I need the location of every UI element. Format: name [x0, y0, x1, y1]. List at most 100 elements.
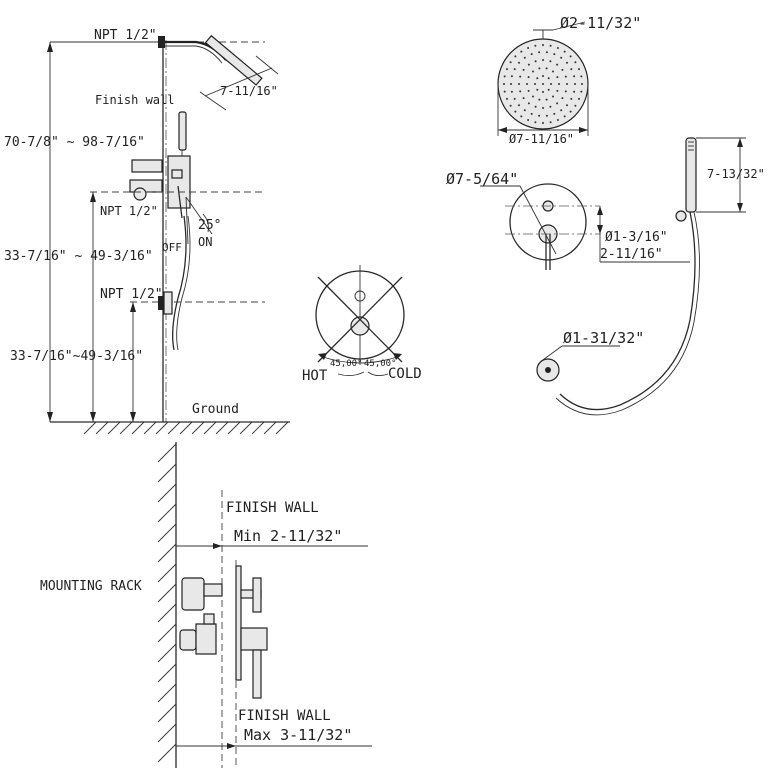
- nozzle-dot: [542, 122, 544, 124]
- max-depth-label: Max 3-11/32": [244, 726, 352, 744]
- nozzle-dot: [553, 53, 556, 56]
- nozzle-dot: [509, 61, 512, 64]
- nozzle-dot: [503, 83, 505, 85]
- nozzle-dot: [538, 51, 541, 54]
- off-label: OFF: [162, 241, 182, 254]
- nozzle-dot: [552, 70, 554, 73]
- nozzle-dot: [513, 97, 516, 100]
- nozzle-dot: [556, 119, 559, 121]
- nozzle-dot: [574, 104, 577, 107]
- nozzle-dot: [519, 75, 522, 78]
- nozzle-dot: [570, 97, 573, 100]
- nozzle-dot: [561, 68, 564, 71]
- nozzle-dot: [560, 109, 563, 112]
- finish-wall-min-label: FINISH WALL: [226, 500, 319, 516]
- arm-flange-dia-label: Ø2-11/32": [560, 14, 641, 32]
- nozzle-dot: [527, 47, 530, 49]
- nozzle-dot: [569, 55, 572, 58]
- nozzle-dot: [534, 121, 537, 124]
- installation-depth-view: FINISH WALL Min 2-11/32" MOUNTING RACK F…: [40, 442, 372, 768]
- nozzle-dot: [534, 105, 537, 108]
- nozzle-dot: [503, 75, 506, 78]
- nozzle-dot: [574, 83, 576, 85]
- nozzle-dot: [506, 68, 508, 71]
- nozzle-dot: [522, 68, 525, 71]
- total-height-label: 70-7/8" ~ 98-7/16": [4, 135, 145, 150]
- nozzle-dot: [547, 77, 550, 80]
- outlet-dia-label: Ø1-31/32": [563, 329, 644, 347]
- trim-plate: [509, 183, 587, 261]
- handle-side: [252, 649, 262, 699]
- nozzle-dot: [532, 70, 534, 73]
- nozzle-dot: [519, 90, 522, 93]
- nozzle-dot: [581, 83, 583, 85]
- nozzle-dot: [510, 75, 513, 78]
- cold-label: COLD: [388, 366, 422, 382]
- nozzle-dot: [527, 76, 530, 79]
- hot-label: HOT: [302, 368, 328, 384]
- nozzle-dot: [527, 102, 530, 105]
- nozzle-dot: [580, 75, 583, 78]
- valve-trim-front-view: Ø7-5/64" Ø1-3/16" 2-11/16": [446, 170, 690, 270]
- nozzle-dot: [538, 67, 541, 70]
- hose: [559, 211, 696, 411]
- nozzle-dot: [518, 61, 520, 64]
- trim-plate-side: [235, 565, 242, 681]
- plate-dia-label: Ø7-5/64": [446, 170, 518, 188]
- nozzle-dot: [534, 83, 536, 85]
- nozzle-dot: [513, 68, 516, 71]
- nozzle-dot: [510, 90, 513, 93]
- nozzle-dot: [556, 47, 559, 49]
- shower-head-nozzles: [503, 44, 583, 124]
- nozzle-dot: [536, 77, 539, 80]
- nozzle-dot: [545, 114, 548, 117]
- nozzle-dot: [549, 44, 552, 47]
- mounting-rack-body: [181, 577, 205, 611]
- nozzle-dot: [542, 91, 544, 93]
- nozzle-dot: [564, 90, 567, 93]
- holder: [675, 210, 687, 222]
- nozzle-dot: [532, 95, 534, 98]
- nozzle-dot: [547, 88, 550, 91]
- rotation-hub: [350, 316, 370, 336]
- nozzle-dot: [556, 63, 559, 66]
- nozzle-dot: [552, 95, 554, 98]
- nozzle-dot: [518, 83, 520, 85]
- nozzle-dot: [573, 75, 576, 78]
- nozzle-dot: [530, 53, 533, 56]
- nozzle-dot: [536, 88, 539, 91]
- nozzle-dot: [578, 97, 580, 100]
- shower-head-top-view: Ø2-11/32" Ø7-11/16": [497, 14, 641, 146]
- nozzle-dot: [566, 104, 568, 107]
- head-dia-label: Ø7-11/16": [509, 132, 574, 146]
- nozzle-dot: [553, 112, 556, 115]
- nozzle-dot: [530, 112, 533, 115]
- nozzle-dot: [556, 76, 559, 79]
- nozzle-dot: [534, 60, 537, 63]
- nozzle-dot: [549, 105, 552, 108]
- hot-cold-rotation-view: 45,00° 45,00° HOT COLD: [302, 265, 422, 384]
- nozzle-dot: [520, 115, 523, 118]
- ground-label: Ground: [192, 402, 239, 417]
- nozzle-dot: [523, 56, 526, 59]
- nozzle-dot: [545, 51, 548, 54]
- nozzle-dot: [510, 83, 512, 85]
- nozzle-dot: [549, 60, 552, 63]
- wall-hatch: [157, 443, 177, 763]
- nozzle-dot: [509, 104, 512, 107]
- head-width-label: 7-11/16": [220, 84, 278, 98]
- nozzle-dot: [514, 110, 517, 113]
- angle-left-label: 45,00°: [330, 359, 363, 369]
- side-elevation-view: NPT 1/2" 7-11/16" Finish wall NPT 1/2" 2…: [4, 28, 290, 435]
- valve-trim-side: [167, 155, 191, 209]
- nozzle-dot: [506, 97, 508, 100]
- nozzle-dot: [518, 104, 520, 107]
- handle-offset-label: 2-11/16": [600, 247, 663, 262]
- nozzle-dot: [573, 90, 576, 93]
- nozzle-dot: [556, 89, 559, 92]
- finish-wall-max-label: FINISH WALL: [238, 708, 331, 724]
- hose-side: [172, 215, 187, 351]
- nozzle-dot: [522, 97, 525, 100]
- npt-low-label: NPT 1/2": [100, 287, 163, 302]
- handshower-len-label: 7-13/32": [707, 167, 765, 181]
